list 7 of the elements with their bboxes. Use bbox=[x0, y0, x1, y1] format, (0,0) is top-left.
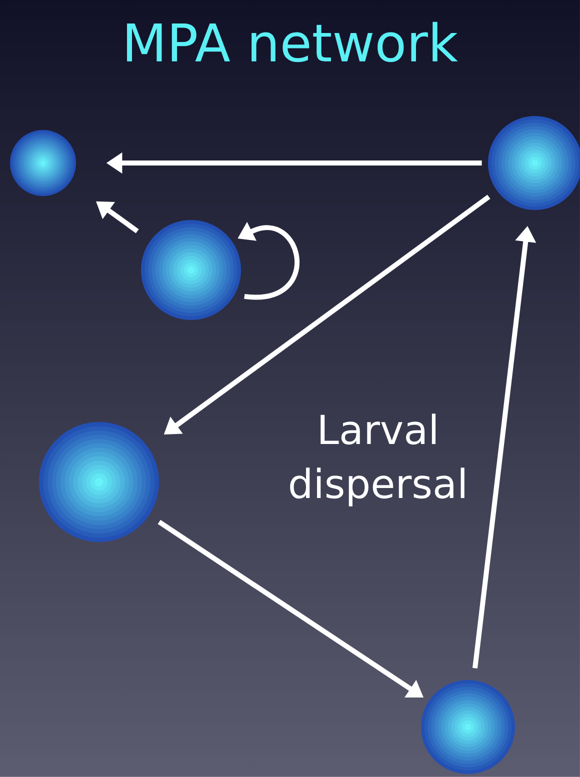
sphere bbox=[39, 422, 159, 542]
sphere bbox=[141, 220, 241, 320]
title: MPA network bbox=[127, 22, 458, 62]
sphere bbox=[10, 130, 76, 196]
sphere bbox=[421, 680, 515, 774]
sphere bbox=[488, 116, 580, 210]
text-label: Larval dispersal bbox=[290, 414, 464, 506]
